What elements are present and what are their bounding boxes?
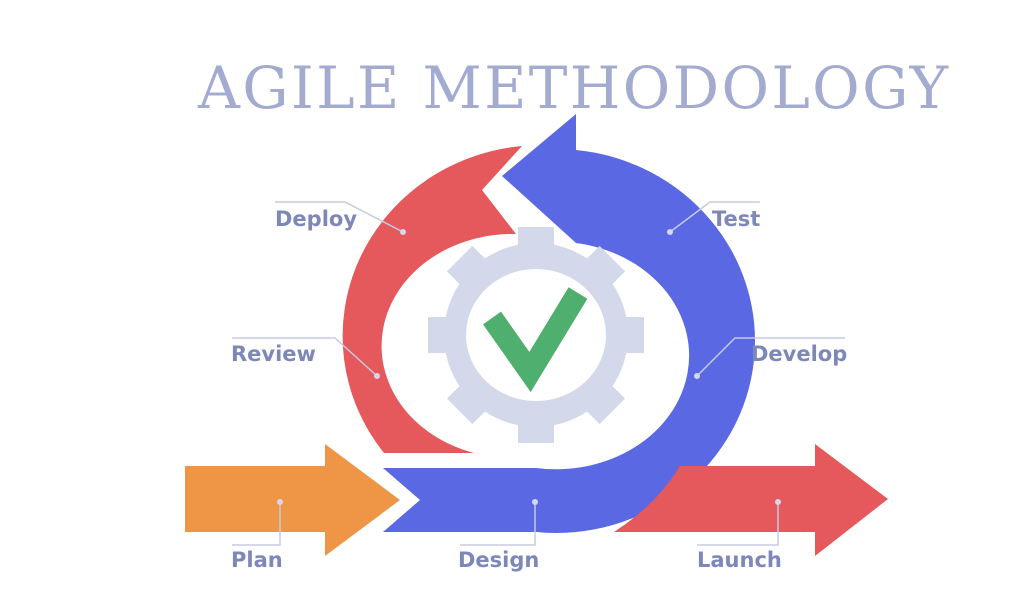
- leader-lines: [232, 201, 845, 546]
- diagram-title: AGILE METHODOLOGY: [197, 54, 950, 122]
- checkmark-icon: [483, 287, 588, 393]
- label-deploy: Deploy: [275, 207, 357, 231]
- label-plan: Plan: [231, 548, 283, 572]
- label-launch: Launch: [697, 548, 782, 572]
- gear-icon: [428, 227, 644, 443]
- launch-arrow: [614, 444, 888, 556]
- blue-cycle-arrow: [383, 114, 756, 533]
- plan-arrow: [185, 444, 400, 556]
- label-design: Design: [458, 548, 539, 572]
- label-review: Review: [231, 342, 316, 366]
- label-test: Test: [712, 207, 760, 231]
- label-develop: Develop: [751, 342, 847, 366]
- red-cycle-arc: [342, 146, 522, 453]
